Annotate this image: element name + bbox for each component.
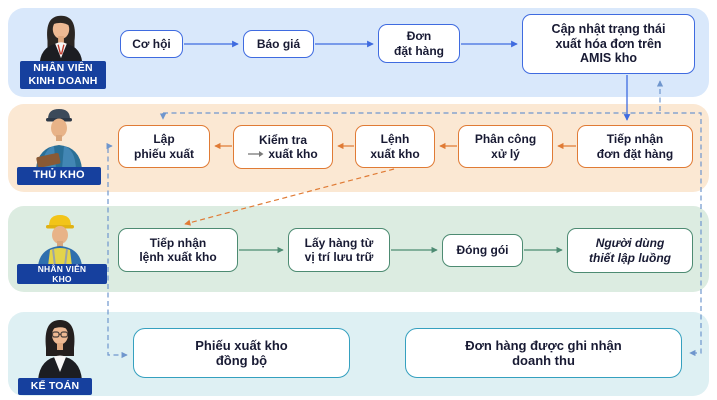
- node-dong-goi: Đóng gói: [442, 234, 523, 267]
- node-lay-hang: Lấy hàng từ vị trí lưu trữ: [288, 228, 390, 272]
- role-badge-storekeeper: THỦ KHO: [17, 167, 101, 185]
- node-co-hoi: Cơ hội: [120, 30, 183, 58]
- node-tiep-nhan-don-dat-hang: Tiếp nhận đơn đặt hàng: [577, 125, 693, 168]
- node-lap-phieu-xuat: Lập phiếu xuất: [118, 125, 210, 168]
- role-badge-accountant: KẾ TOÁN: [18, 378, 92, 395]
- storekeeper-man-avatar: [30, 105, 88, 169]
- node-tiep-nhan-lenh-xuat-kho: Tiếp nhận lệnh xuất kho: [118, 228, 238, 272]
- node-kiem-tra-xuat-kho: Kiểm tra xuất kho: [233, 125, 333, 169]
- node-don-dat-hang: Đơn đặt hàng: [378, 24, 460, 63]
- node-don-hang-ghi-nhan-doanh-thu: Đơn hàng được ghi nhận doanh thu: [405, 328, 682, 378]
- node-phieu-xuat-kho-dong-bo: Phiếu xuất kho đồng bộ: [133, 328, 350, 378]
- node-lenh-xuat-kho: Lệnh xuất kho: [355, 125, 435, 168]
- node-nguoi-dung-thiet-lap-luong: Người dùng thiết lập luồng: [567, 228, 693, 273]
- node-bao-gia: Báo giá: [243, 30, 314, 58]
- role-badge-warehouse: NHÂN VIÊN KHO: [17, 264, 107, 284]
- node-phan-cong-xu-ly: Phân công xử lý: [458, 125, 553, 168]
- sales-woman-avatar: [34, 9, 88, 63]
- long-right-arrow-icon: [248, 151, 264, 158]
- node-cap-nhat-trang-thai: Cập nhật trạng thái xuất hóa đơn trên AM…: [522, 14, 695, 74]
- accountant-woman-avatar: [33, 312, 87, 380]
- role-badge-sales: NHÂN VIÊN KINH DOANH: [20, 61, 106, 89]
- warehouse-worker-avatar: [32, 210, 88, 267]
